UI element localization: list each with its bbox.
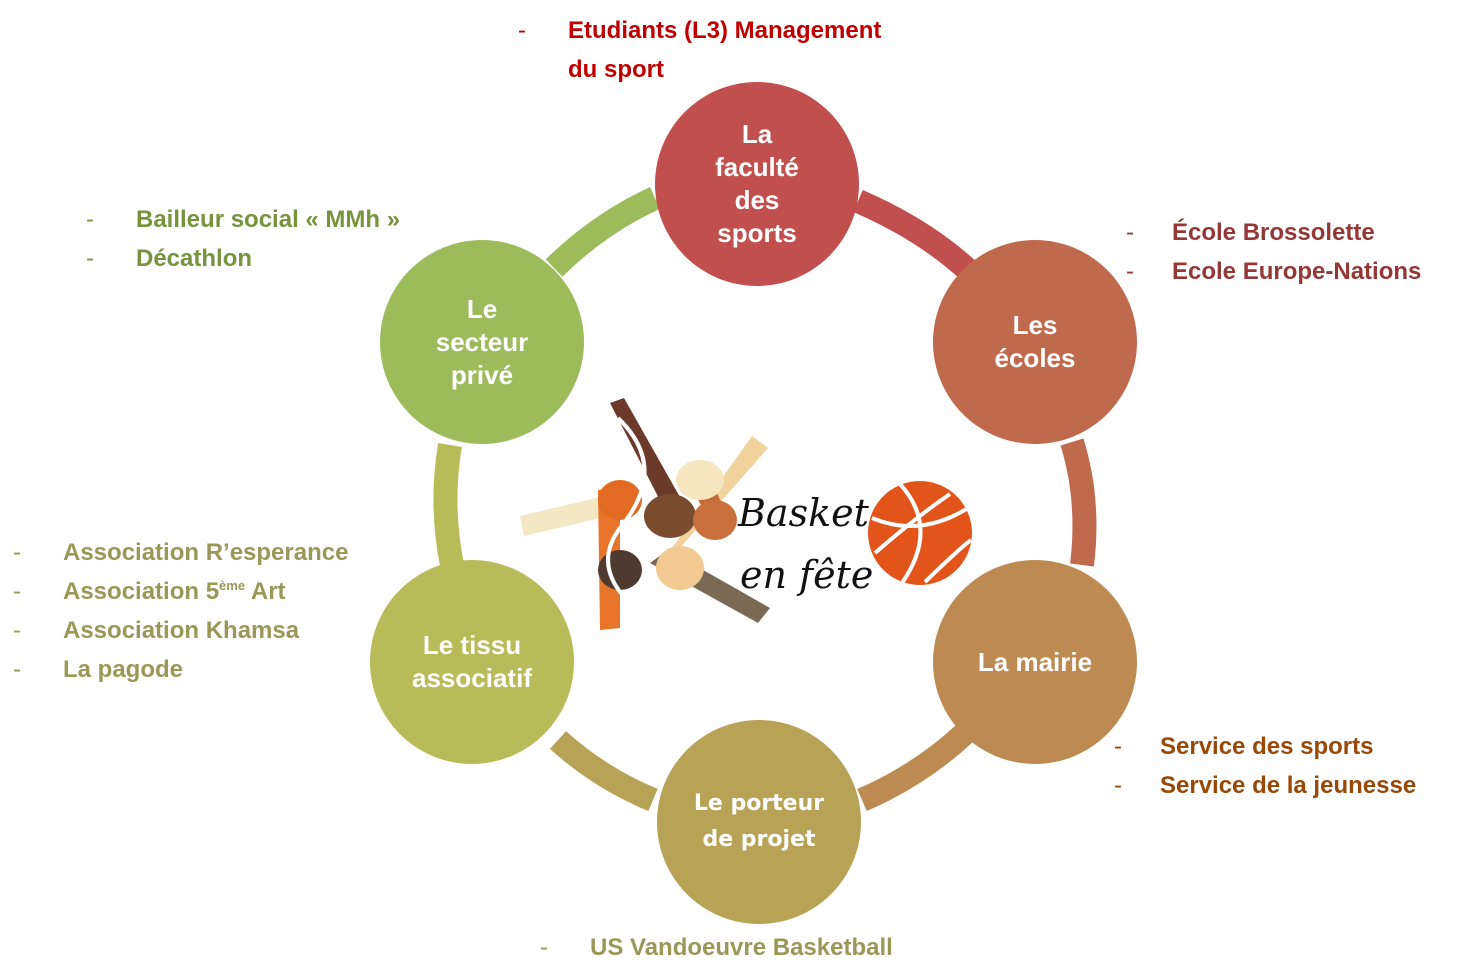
node-secteur-prive: Le secteur privé	[380, 240, 584, 444]
list-prive: Bailleur social « MMh » Décathlon	[86, 200, 400, 278]
list-item: Etudiants (L3) Management	[518, 11, 881, 50]
list-porteur: US Vandoeuvre Basketball	[540, 928, 893, 967]
list-item: Service des sports	[1114, 727, 1416, 766]
list-item: École Brossolette	[1126, 213, 1421, 252]
arc-ecoles-mairie	[1060, 438, 1097, 567]
logo-line1: Basket	[737, 491, 870, 535]
list-item: Bailleur social « MMh »	[86, 200, 400, 239]
list-item: Service de la jeunesse	[1114, 766, 1416, 805]
list-item: Association 5ème Art	[13, 572, 348, 611]
list-item-text: Art	[245, 578, 286, 605]
basketball-icon	[868, 481, 973, 585]
divider-curve	[606, 416, 647, 610]
node-porteur-de-projet: Le porteur de projet	[657, 720, 861, 924]
list-item: du sport	[568, 56, 664, 83]
fist-sienna	[693, 500, 737, 540]
list-faculte: Etudiants (L3) Management du sport	[518, 11, 881, 89]
list-item: La pagode	[13, 650, 348, 689]
list-item: US Vandoeuvre Basketball	[540, 928, 893, 967]
list-item: Association R’esperance	[13, 533, 348, 572]
basket-logo: Basket en fête	[520, 398, 973, 630]
list-ecoles: École Brossolette Ecole Europe-Nations	[1126, 213, 1421, 291]
fist-cream	[676, 460, 724, 500]
arc-mairie-porteur	[857, 724, 974, 812]
fist-dark	[598, 550, 642, 590]
logo-line2: en fête	[740, 553, 873, 597]
list-item: Association Khamsa	[13, 611, 348, 650]
arc-tissu-prive	[433, 443, 464, 568]
list-item: Ecole Europe-Nations	[1126, 252, 1421, 291]
fist-brown	[644, 494, 696, 538]
list-tissu: Association R’esperance Association 5ème…	[13, 533, 348, 689]
superscript: ème	[219, 578, 246, 593]
fist-orange	[598, 480, 642, 520]
ring-arcs	[433, 187, 1097, 812]
list-item: Décathlon	[86, 239, 400, 278]
node-faculte-des-sports: La faculté des sports	[655, 82, 859, 286]
node-les-ecoles: Les écoles	[933, 240, 1137, 444]
list-mairie: Service des sports Service de la jeuness…	[1114, 727, 1416, 805]
arc-faculte-ecoles	[853, 189, 979, 281]
arc-porteur-tissu	[549, 731, 658, 812]
list-item-text: Association 5	[63, 578, 220, 605]
arc-prive-faculte	[545, 187, 661, 277]
fist-tan	[656, 546, 704, 590]
node-tissu-associatif: Le tissu associatif	[370, 560, 574, 764]
node-la-mairie: La mairie	[933, 560, 1137, 764]
